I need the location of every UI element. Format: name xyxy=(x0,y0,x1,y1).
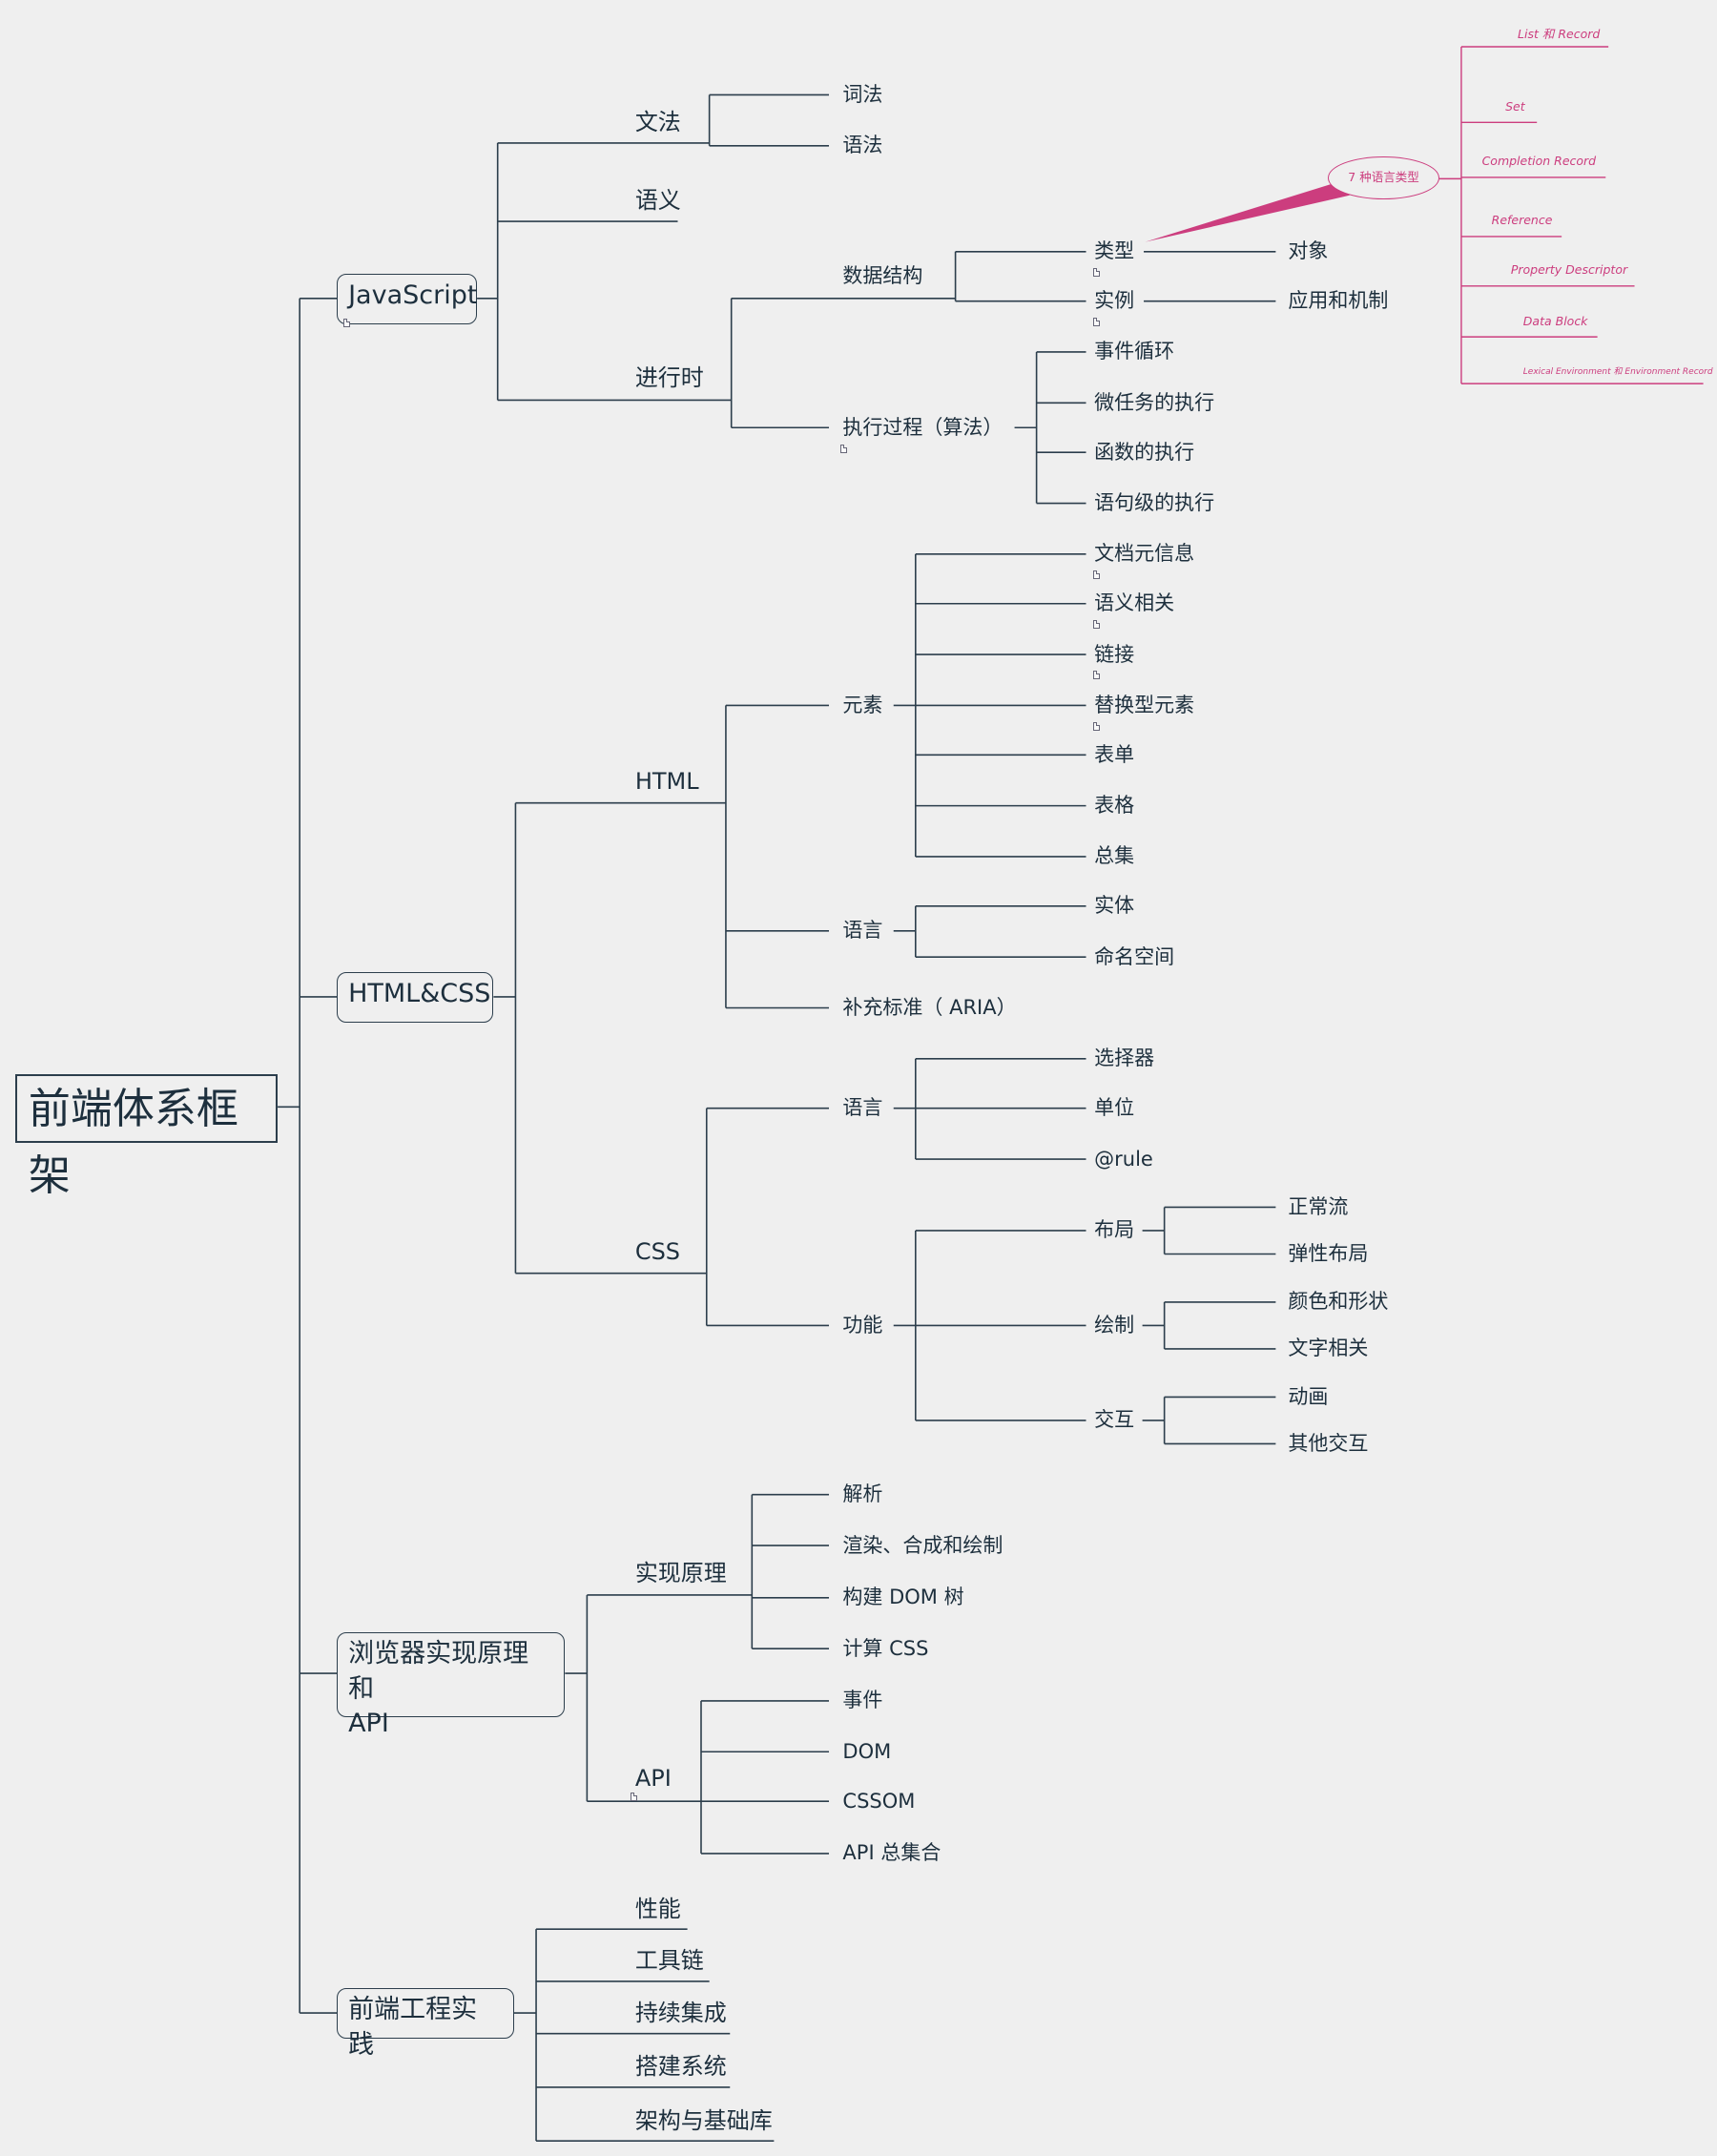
topic-engineering-item: 工具链 xyxy=(634,1947,704,1975)
topic-css-interaction: 交互 xyxy=(1094,1408,1135,1432)
topic-css-interaction-item: 其他交互 xyxy=(1288,1431,1369,1455)
topic-element-item: 链接 xyxy=(1094,642,1135,666)
topic-execution-item: 函数的执行 xyxy=(1094,440,1195,464)
topic-css-layout-item: 弹性布局 xyxy=(1288,1241,1369,1265)
topic-objects: 对象 xyxy=(1288,239,1329,263)
root-topic[interactable]: 前端体系框架 xyxy=(14,1073,279,1200)
topic-htmlcss-label: HTML&CSS xyxy=(348,979,491,1009)
note-icon[interactable] xyxy=(1092,620,1100,630)
topic-css-language: 语言 xyxy=(842,1096,883,1120)
topic-elements: 元素 xyxy=(842,693,883,716)
note-icon[interactable] xyxy=(1092,671,1100,680)
topic-css-drawing-item: 颜色和形状 xyxy=(1288,1290,1389,1314)
topic-lexical: 文法 xyxy=(634,109,681,136)
topic-principles-item: 渲染、合成和绘制 xyxy=(842,1533,1003,1557)
topic-html-language-item: 实体 xyxy=(1094,894,1135,918)
topic-lexical-item: 词法 xyxy=(842,82,883,106)
note-icon[interactable] xyxy=(1092,268,1100,278)
topic-semantics: 语义 xyxy=(634,187,681,215)
topic-engineering[interactable]: 前端工程实践 xyxy=(337,1988,514,2060)
topic-engineering-item: 搭建系统 xyxy=(634,2053,727,2081)
topic-instances: 实例 xyxy=(1094,289,1135,313)
topic-browser-label: API xyxy=(348,1709,389,1739)
topic-execution-item: 微任务的执行 xyxy=(1094,390,1215,414)
note-icon[interactable] xyxy=(839,444,847,453)
topic-css: CSS xyxy=(634,1237,681,1265)
topic-css-interaction-item: 动画 xyxy=(1288,1384,1329,1408)
language-type-item: Set xyxy=(1505,98,1525,114)
topic-aria: 补充标准（ ARIA） xyxy=(842,995,1017,1019)
topic-principles-item: 计算 CSS xyxy=(842,1636,929,1660)
topic-css-language-item: 单位 xyxy=(1094,1096,1135,1120)
callout-pointer xyxy=(1145,184,1351,242)
topic-engineering-label: 前端工程实践 xyxy=(348,1995,478,2060)
topic-execution: 执行过程（算法） xyxy=(842,415,1003,439)
topic-api-item: CSSOM xyxy=(842,1789,916,1813)
topic-api: API xyxy=(634,1764,672,1792)
topic-element-item: 语义相关 xyxy=(1094,591,1175,615)
note-icon[interactable] xyxy=(631,1793,638,1802)
topic-element-item: 表格 xyxy=(1094,794,1135,818)
topic-data-structures: 数据结构 xyxy=(842,264,923,288)
topic-element-item: 替换型元素 xyxy=(1094,693,1195,716)
topic-api-item: 事件 xyxy=(842,1689,883,1712)
topic-css-drawing: 绘制 xyxy=(1094,1313,1135,1337)
topic-principles-item: 构建 DOM 树 xyxy=(842,1586,964,1609)
topic-javascript[interactable]: JavaScript xyxy=(337,273,478,325)
language-type-item: Reference xyxy=(1491,213,1553,228)
topic-principles: 实现原理 xyxy=(634,1559,727,1586)
topic-execution-item: 语句级的执行 xyxy=(1094,490,1215,514)
topic-element-item: 文档元信息 xyxy=(1094,542,1195,566)
topic-browser-label: 浏览器实现原理和 xyxy=(348,1638,529,1704)
topic-mechanisms: 应用和机制 xyxy=(1288,289,1389,313)
topic-element-item: 表单 xyxy=(1094,742,1135,766)
topic-htmlcss[interactable]: HTML&CSS xyxy=(337,972,494,1024)
topic-engineering-item: 架构与基础库 xyxy=(634,2106,773,2134)
topic-principles-item: 解析 xyxy=(842,1482,883,1506)
topic-api-item: DOM xyxy=(842,1739,892,1763)
topic-javascript-label: JavaScript xyxy=(348,280,478,310)
topic-execution-item: 事件循环 xyxy=(1094,340,1175,363)
topic-css-drawing-item: 文字相关 xyxy=(1288,1337,1369,1360)
topic-engineering-item: 性能 xyxy=(634,1895,681,1922)
callout-language-types[interactable]: 7 种语言类型 xyxy=(1328,156,1439,199)
topic-css-language-item: @rule xyxy=(1094,1147,1153,1171)
topic-types: 类型 xyxy=(1094,239,1135,263)
language-type-item: Data Block xyxy=(1522,313,1588,328)
topic-html-language-item: 命名空间 xyxy=(1094,944,1175,968)
note-icon[interactable] xyxy=(343,319,351,328)
note-icon[interactable] xyxy=(1092,317,1100,326)
language-type-item: Lexical Environment 和 Environment Record xyxy=(1522,366,1713,377)
root-topic-label: 前端体系框架 xyxy=(28,1084,238,1200)
language-type-item: Property Descriptor xyxy=(1510,262,1628,278)
topic-engineering-item: 持续集成 xyxy=(634,2000,727,2027)
topic-runtime: 进行时 xyxy=(634,364,704,392)
topic-lexical-item: 语法 xyxy=(842,134,883,157)
topic-browser[interactable]: 浏览器实现原理和 API xyxy=(337,1631,566,1738)
topic-css-layout: 布局 xyxy=(1094,1218,1135,1242)
note-icon[interactable] xyxy=(1092,570,1100,580)
note-icon[interactable] xyxy=(1092,721,1100,731)
topic-api-item: API 总集合 xyxy=(842,1841,941,1865)
topic-html: HTML xyxy=(634,767,699,795)
language-type-item: List 和 Record xyxy=(1518,26,1601,41)
topic-element-item: 总集 xyxy=(1094,844,1135,868)
language-type-item: Completion Record xyxy=(1481,154,1597,169)
topic-html-language: 语言 xyxy=(842,919,883,943)
topic-css-features: 功能 xyxy=(842,1313,883,1337)
topic-css-layout-item: 正常流 xyxy=(1288,1194,1349,1218)
topic-css-language-item: 选择器 xyxy=(1094,1047,1155,1070)
